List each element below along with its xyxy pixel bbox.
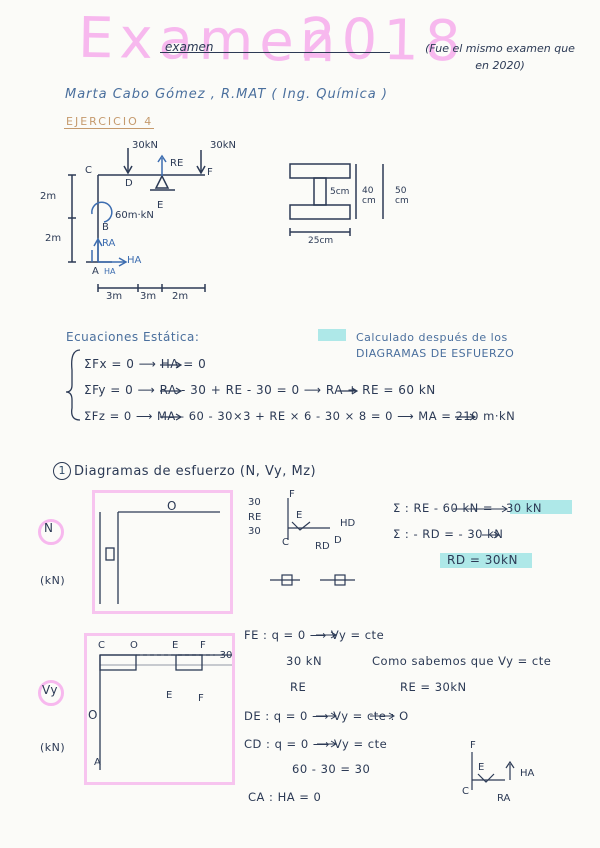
section-50cm: 50 cm bbox=[395, 186, 409, 206]
n-fbd-30a: 30 bbox=[248, 497, 261, 508]
legend-text: Calculado después de los DIAGRAMAS DE ES… bbox=[356, 331, 515, 360]
n-circle bbox=[38, 519, 64, 545]
dim-2m-upper: 2m bbox=[40, 191, 57, 202]
v-fbd-HA: HA bbox=[520, 768, 535, 779]
strike-line bbox=[160, 52, 390, 53]
section-5cm: 5cm bbox=[330, 187, 350, 197]
v-label-O: O bbox=[130, 640, 138, 651]
v-zero: O bbox=[88, 708, 98, 722]
label-HA-small: HA bbox=[104, 267, 116, 276]
exercise-label: EJERCICIO 4 bbox=[66, 115, 154, 128]
v-30kN: 30 kN bbox=[286, 654, 323, 668]
label-B: B bbox=[102, 222, 109, 233]
label-C: C bbox=[85, 165, 92, 176]
n-fbd-30b: 30 bbox=[248, 526, 261, 537]
section-number-badge: 1 bbox=[53, 462, 71, 480]
label-A: A bbox=[92, 266, 99, 277]
v-cd-value: 60 - 30 = 30 bbox=[292, 762, 371, 776]
n-fbd-RE: RE bbox=[248, 512, 262, 523]
label-RE: RE bbox=[170, 158, 184, 169]
vy-unit: (kN) bbox=[40, 741, 66, 754]
label-E: E bbox=[157, 200, 164, 211]
vy-circle bbox=[38, 680, 64, 706]
dim-3m-b: 3m bbox=[140, 291, 157, 302]
n-fbd-D: D bbox=[334, 535, 342, 546]
section-25cm: 25cm bbox=[308, 236, 334, 246]
exam-subtitle-crossed: examen bbox=[165, 40, 214, 54]
v-label-C: C bbox=[98, 640, 105, 651]
n-diagram-frame bbox=[92, 490, 233, 614]
dim-2m-lower: 2m bbox=[45, 233, 62, 244]
v-label-E: E bbox=[166, 690, 173, 701]
equation-sum-fx: ΣFx = 0 ⟶ HA = 0 bbox=[84, 357, 207, 371]
legend-swatch bbox=[318, 329, 346, 341]
label-D: D bbox=[125, 178, 133, 189]
v-fbd-F: F bbox=[470, 740, 476, 751]
equation-sum-moment: ΣFz = 0 ⟶ MA - 60 - 30×3 + RE × 6 - 30 ×… bbox=[84, 409, 516, 423]
diagrams-heading: Diagramas de esfuerzo (N, Vy, Mz) bbox=[74, 464, 317, 479]
highlight-result-2 bbox=[440, 553, 532, 568]
v-eq-DE: DE : q = 0 ⟶ Vy = cte : O bbox=[244, 709, 409, 723]
v-RE: RE bbox=[290, 680, 307, 694]
v-label-E-top: E bbox=[172, 640, 179, 651]
author-line: Marta Cabo Gómez , R.MAT ( Ing. Química … bbox=[65, 87, 388, 102]
section-40cm: 40 cm bbox=[362, 186, 376, 206]
n-fbd-E: E bbox=[296, 510, 303, 521]
v-fbd-RA: RA bbox=[497, 793, 511, 804]
label-RA: RA bbox=[102, 238, 116, 249]
v-label-F: F bbox=[198, 693, 204, 704]
equilibrium-heading: Ecuaciones Estática: bbox=[66, 330, 200, 344]
v-label-A: A bbox=[94, 757, 101, 768]
v-eq-CD: CD : q = 0 ⟶ Vy = cte bbox=[244, 737, 388, 751]
dim-3m-a: 3m bbox=[106, 291, 123, 302]
header-note: (Fue el mismo examen que en 2020) bbox=[425, 42, 575, 72]
n-fbd-HD: HD bbox=[340, 518, 356, 529]
label-moment: 60m·kN bbox=[115, 210, 154, 221]
v-fbd-C: C bbox=[462, 786, 469, 797]
n-equation-1: Σ : RE - 60 kN = - 30 kN bbox=[393, 501, 543, 515]
vy-label: Vy bbox=[42, 683, 58, 697]
n-zero: O bbox=[167, 499, 177, 513]
v-fbd-E: E bbox=[478, 762, 485, 773]
label-HA: HA bbox=[127, 255, 142, 266]
v-remark: Como sabemos que Vy = cte bbox=[372, 654, 552, 668]
v-neg30: -30 bbox=[216, 650, 233, 661]
v-re30: RE = 30kN bbox=[400, 680, 467, 694]
load-30kN-F: 30kN bbox=[210, 140, 236, 151]
equation-sum-fy: ΣFy = 0 ⟶ RA - 30 + RE - 30 = 0 ⟶ RA + R… bbox=[84, 383, 436, 397]
dim-2m-c: 2m bbox=[172, 291, 189, 302]
n-result: RD = 30kN bbox=[447, 553, 518, 567]
load-30kN-D: 30kN bbox=[132, 140, 158, 151]
n-unit: (kN) bbox=[40, 574, 66, 587]
exercise-underline bbox=[64, 128, 154, 129]
n-label: N bbox=[44, 521, 54, 535]
label-F: F bbox=[207, 167, 213, 178]
n-fbd-C: C bbox=[282, 537, 289, 548]
highlight-result-1 bbox=[510, 500, 572, 514]
n-fbd-RD: RD bbox=[315, 541, 330, 552]
v-diagram-frame bbox=[84, 633, 235, 785]
v-eq-FE: FE : q = 0 ⟶ Vy = cte bbox=[244, 628, 385, 642]
v-eq-CA: CA : HA = 0 bbox=[248, 790, 322, 804]
n-equation-2: Σ : - RD = - 30 kN bbox=[393, 527, 504, 541]
n-fbd-F: F bbox=[289, 489, 295, 500]
v-label-F-top: F bbox=[200, 640, 206, 651]
